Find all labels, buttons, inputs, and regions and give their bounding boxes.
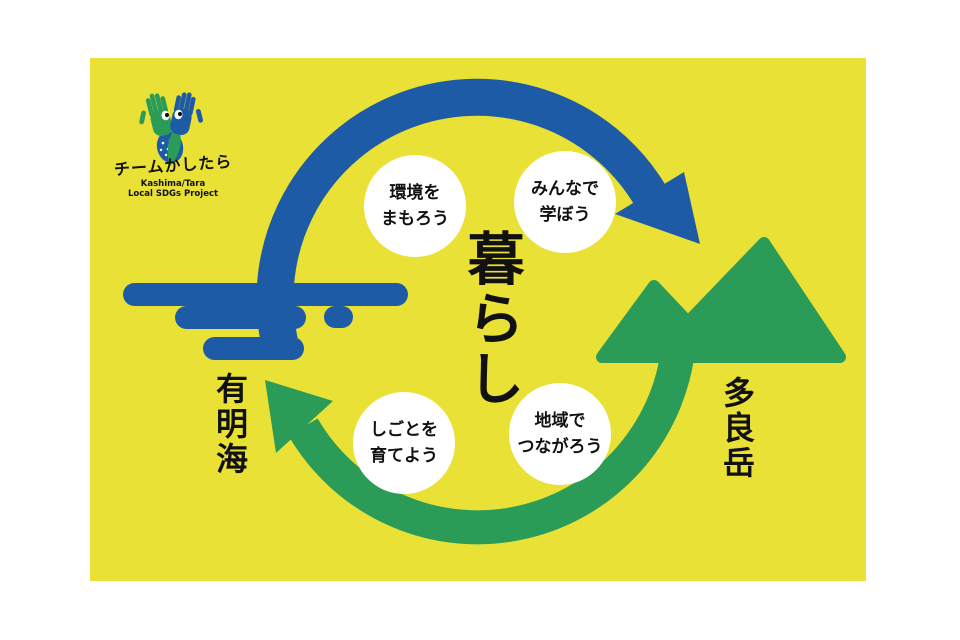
bubble-line: 学ぼう [539,205,591,225]
center-title: 暮らし [458,229,524,409]
blue-arrowhead-icon [615,172,700,244]
blue-cycle-arrow [256,78,700,357]
logo-leaf [167,125,181,166]
bubble-line: しごとを [370,419,438,440]
logo-subtitle-line1: Kashima/Tara [140,179,206,189]
green-arc [288,338,696,545]
logo-eyes [161,109,183,121]
bubble-text-learn: みんなで 学ぼう [513,150,617,254]
tara-mountain-shape [596,237,846,363]
blue-arc [256,78,666,357]
bubble-circle-work [353,392,455,494]
green-cycle-arrow [265,338,696,545]
bubble-text-work: しごとを 育てよう [352,391,456,495]
logo-subtitle-line2: Local SDGs Project [127,189,219,199]
bubble-line: まもろう [381,209,449,229]
mountain-label: 多良岳 [718,376,756,481]
bubble-circle-learn [514,151,616,253]
ariake-sea-shape [123,283,408,360]
bubble-text-community: 地域で つながろう [508,382,612,486]
bubble-text-environment: 環境を まもろう [363,154,467,258]
green-arrowhead-icon [265,380,333,453]
bubble-line: みんなで [531,178,599,199]
bubble-circle-community [509,383,611,485]
bubble-line: 地域で [534,410,586,431]
bubble-circle-environment [364,155,466,257]
bubble-line: 育てよう [370,446,438,466]
sea-label: 有明海 [211,372,249,477]
bubble-line: 環境を [389,182,441,203]
crossed-hands-bird-icon [132,89,209,166]
bubble-line: つながろう [517,437,603,457]
